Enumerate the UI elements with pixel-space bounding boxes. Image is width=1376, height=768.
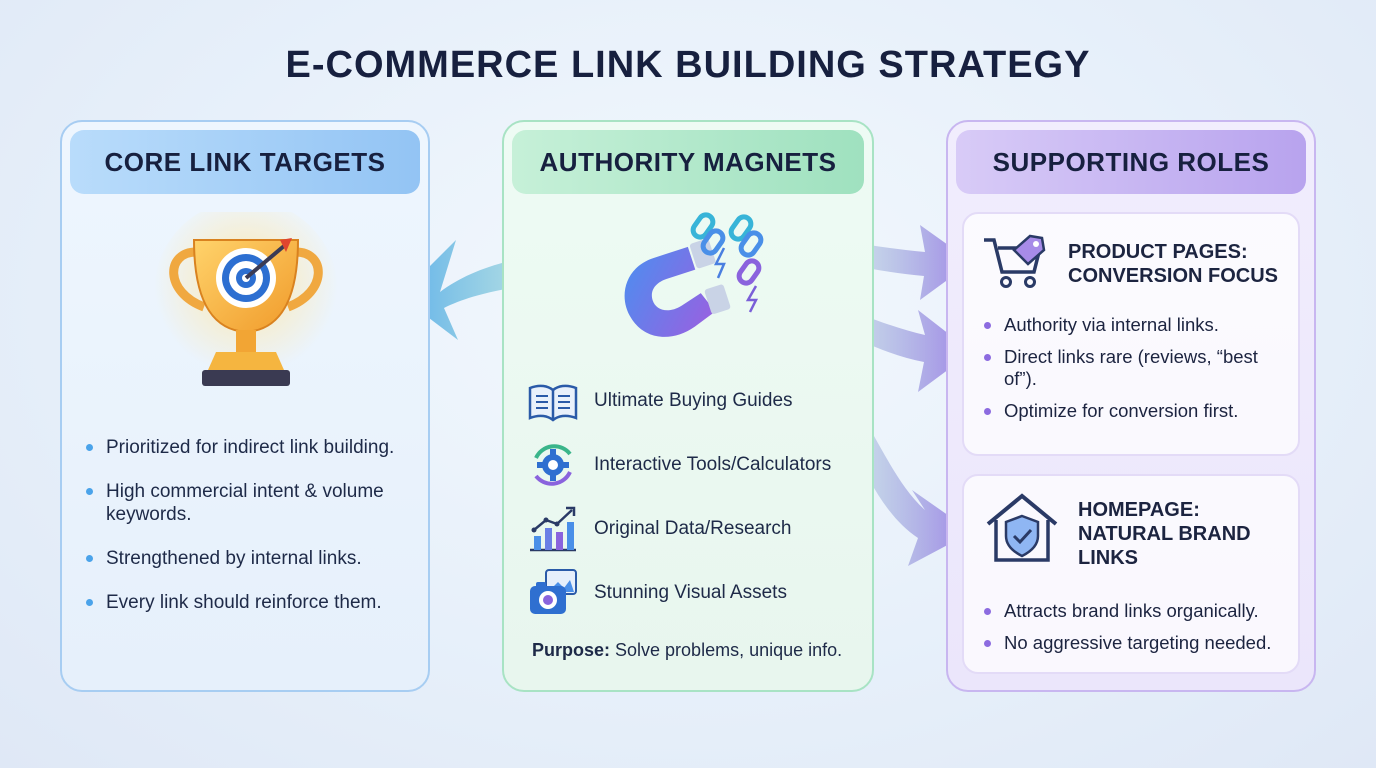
list-item: Authority via internal links. — [982, 314, 1292, 336]
chain-link-icon — [690, 212, 764, 286]
list-item: Direct links rare (reviews, “best of”). — [982, 346, 1292, 390]
core-link-targets-list: Prioritized for indirect link building. … — [84, 436, 414, 635]
feature-label: Ultimate Buying Guides — [594, 390, 793, 411]
list-item: Every link should reinforce them. — [84, 591, 414, 614]
bar-chart-icon — [530, 506, 576, 552]
list-item: High commercial intent & volume keywords… — [84, 480, 414, 526]
card-title-line: HOMEPAGE: — [1078, 499, 1200, 521]
list-item: No aggressive targeting needed. — [982, 632, 1298, 654]
feature-label: Stunning Visual Assets — [594, 582, 787, 603]
shopping-cart-icon — [984, 234, 1046, 288]
card-title-line: NATURAL BRAND — [1078, 523, 1251, 545]
feature-visual-assets: Stunning Visual Assets — [526, 566, 787, 620]
list-item: Strengthened by internal links. — [84, 547, 414, 570]
card-title-line: PRODUCT PAGES: — [1068, 241, 1248, 263]
authority-magnets-heading: AUTHORITY MAGNETS — [512, 130, 864, 194]
supporting-roles-heading: SUPPORTING ROLES — [956, 130, 1306, 194]
open-book-icon — [528, 384, 578, 422]
gear-cycle-icon — [534, 444, 572, 486]
trophy-target-icon — [154, 212, 338, 386]
page-title: E-COMMERCE LINK BUILDING STRATEGY — [285, 44, 1091, 86]
feature-original-data: Original Data/Research — [526, 502, 791, 556]
homepage-title: HOMEPAGE: NATURAL BRAND LINKS — [1078, 498, 1251, 570]
purpose-text: Solve problems, unique info. — [610, 640, 843, 660]
feature-buying-guides: Ultimate Buying Guides — [526, 374, 793, 428]
feature-interactive-tools: Interactive Tools/Calculators — [526, 438, 831, 492]
card-title-line: LINKS — [1078, 547, 1138, 569]
feature-label: Original Data/Research — [594, 518, 792, 539]
purpose-label: Purpose: — [532, 640, 611, 660]
feature-label: Interactive Tools/Calculators — [594, 454, 832, 475]
magnet-icon — [624, 212, 764, 337]
list-item: Prioritized for indirect link building. — [84, 436, 414, 459]
camera-images-icon — [530, 569, 577, 614]
list-item: Optimize for conversion first. — [982, 400, 1292, 422]
product-pages-title: PRODUCT PAGES: CONVERSION FOCUS — [1068, 240, 1278, 288]
homepage-card: HOMEPAGE: NATURAL BRAND LINKS Attracts b… — [962, 474, 1300, 674]
homepage-list: Attracts brand links organically. No agg… — [982, 600, 1298, 664]
product-pages-list: Authority via internal links. Direct lin… — [982, 314, 1292, 432]
list-item: Attracts brand links organically. — [982, 600, 1298, 622]
house-shield-icon — [986, 493, 1058, 562]
purpose-note: Purpose: Solve problems, unique info. — [532, 640, 842, 661]
core-link-targets-heading: CORE LINK TARGETS — [70, 130, 420, 194]
card-title-line: CONVERSION FOCUS — [1068, 265, 1279, 287]
product-pages-card: PRODUCT PAGES: CONVERSION FOCUS Authorit… — [962, 212, 1300, 456]
